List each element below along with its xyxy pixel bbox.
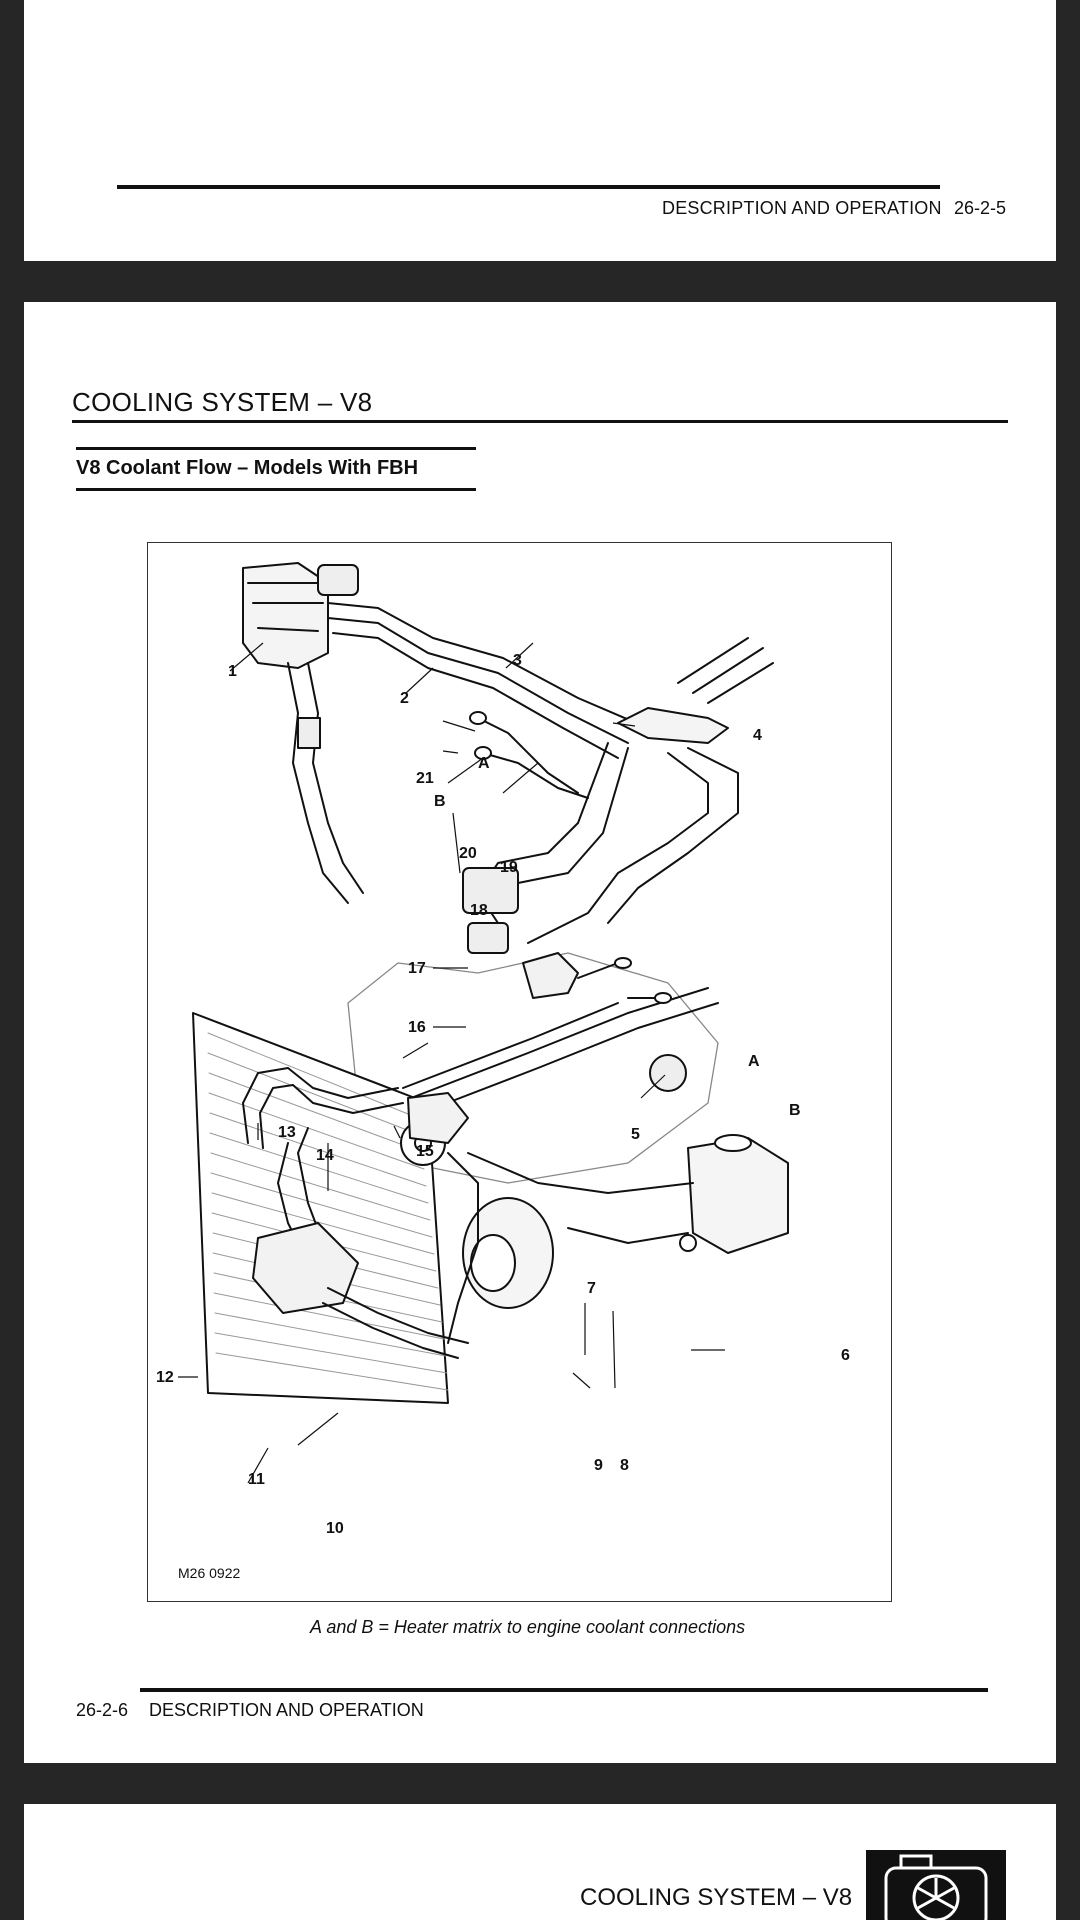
callout-2: 2 bbox=[400, 690, 409, 707]
callout-20: 20 bbox=[459, 845, 477, 862]
callout-16: 16 bbox=[408, 1019, 426, 1036]
next-page: COOLING SYSTEM – V8 bbox=[24, 1804, 1056, 1920]
callout-17: 17 bbox=[408, 960, 426, 977]
subheading-rule-bottom bbox=[76, 488, 476, 491]
callout-19: 19 bbox=[500, 859, 518, 876]
callout-B-lower: B bbox=[789, 1102, 801, 1119]
current-page: COOLING SYSTEM – V8 V8 Coolant Flow – Mo… bbox=[24, 302, 1056, 1763]
callout-6: 6 bbox=[841, 1347, 850, 1364]
footer-section-label: DESCRIPTION AND OPERATION bbox=[149, 1700, 424, 1720]
fuel-burning-heater bbox=[242, 562, 364, 904]
callout-1: 1 bbox=[228, 663, 237, 680]
callout-9: 9 bbox=[594, 1457, 603, 1474]
callout-18: 18 bbox=[470, 902, 488, 919]
previous-page: DESCRIPTION AND OPERATION 26-2-5 bbox=[24, 0, 1056, 261]
callout-3: 3 bbox=[513, 652, 522, 669]
footer-section-label: DESCRIPTION AND OPERATION bbox=[662, 198, 942, 218]
footer-page-number: 26-2-6 bbox=[76, 1700, 129, 1720]
callout-A-lower: A bbox=[748, 1053, 760, 1070]
callout-14: 14 bbox=[316, 1147, 334, 1164]
callout-21: 21 bbox=[416, 770, 434, 787]
callout-15: 15 bbox=[416, 1143, 434, 1160]
callout-4: 4 bbox=[753, 727, 762, 744]
callout-A-upper: A bbox=[478, 755, 490, 772]
callout-13: 13 bbox=[278, 1124, 296, 1141]
radiator-fan-icon bbox=[866, 1850, 1006, 1920]
callout-B-upper: B bbox=[434, 793, 446, 810]
callout-10: 10 bbox=[326, 1520, 344, 1537]
callout-11: 11 bbox=[248, 1471, 265, 1488]
subheading: V8 Coolant Flow – Models With FBH bbox=[76, 457, 419, 479]
footer-rule bbox=[140, 1688, 988, 1692]
footer-rule bbox=[117, 185, 940, 189]
callout-8: 8 bbox=[620, 1457, 629, 1474]
callout-7: 7 bbox=[587, 1280, 596, 1297]
footer-page-number: 26-2-5 bbox=[954, 198, 1007, 218]
callout-12: 12 bbox=[156, 1369, 174, 1386]
coolant-flow-diagram: 1 2 3 4 5 6 7 8 9 10 11 12 13 14 15 16 1… bbox=[147, 542, 892, 1602]
title-rule bbox=[72, 420, 1008, 423]
section-title: COOLING SYSTEM – V8 bbox=[72, 387, 373, 417]
header-section-title: COOLING SYSTEM – V8 bbox=[580, 1884, 853, 1911]
callout-5: 5 bbox=[631, 1126, 640, 1143]
figure-code: M26 0922 bbox=[178, 1565, 241, 1581]
subheading-rule-top bbox=[76, 447, 476, 450]
figure-caption: A and B = Heater matrix to engine coolan… bbox=[310, 1617, 746, 1637]
